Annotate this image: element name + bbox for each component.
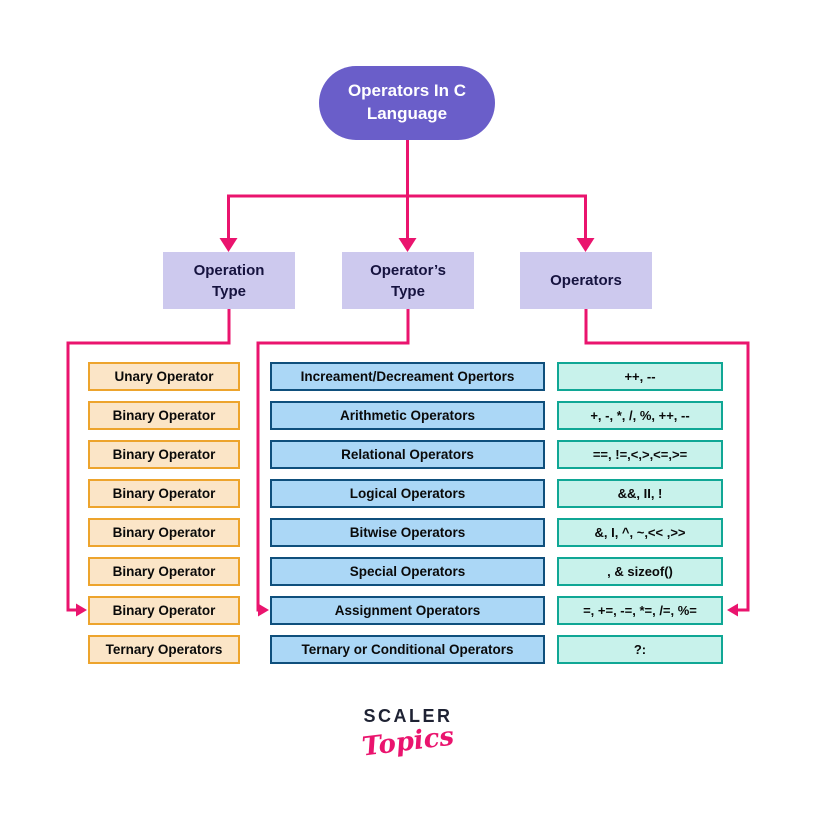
operators-row-7: =, +=, -=, *=, /=, %= bbox=[557, 596, 723, 625]
root-node-operators-in-c: Operators In C Language bbox=[319, 66, 495, 140]
operation-type-row-3: Binary Operator bbox=[88, 440, 240, 469]
operators-row-1: ++, -- bbox=[557, 362, 723, 391]
operators-row-3: ==, !=,<,>,<=,>= bbox=[557, 440, 723, 469]
branch-left-line bbox=[66, 309, 231, 612]
operation-type-row-6: Binary Operator bbox=[88, 557, 240, 586]
branch-right-line bbox=[584, 309, 750, 612]
operation-type-row-5: Binary Operator bbox=[88, 518, 240, 547]
operator-type-row-4: Logical Operators bbox=[270, 479, 545, 508]
arrowhead-down-mid bbox=[398, 238, 417, 252]
root-node-title-line2: Language bbox=[366, 104, 448, 123]
logo-sub-text: Topics bbox=[360, 721, 456, 763]
arrowhead-right-left-branch bbox=[76, 603, 87, 617]
operators-row-5: &, I, ^, ~,<< ,>> bbox=[557, 518, 723, 547]
operators-row-4: &&, II, ! bbox=[557, 479, 723, 508]
operator-type-row-6: Special Operators bbox=[270, 557, 545, 586]
operator-type-row-3: Relational Operators bbox=[270, 440, 545, 469]
operator-type-row-1: Increament/Decreament Opertors bbox=[270, 362, 545, 391]
header-operator-type: Operator’s Type bbox=[342, 252, 474, 309]
root-node-title-line1: Operators In C bbox=[347, 81, 467, 101]
operation-type-row-8: Ternary Operators bbox=[88, 635, 240, 664]
arrowhead-down-left bbox=[219, 238, 238, 252]
operators-row-8: ?: bbox=[557, 635, 723, 664]
logo-brand-text: SCALER bbox=[363, 706, 453, 726]
operator-type-row-8: Ternary or Conditional Operators bbox=[270, 635, 545, 664]
header-operation-type: Operation Type bbox=[163, 252, 295, 309]
operator-type-row-5: Bitwise Operators bbox=[270, 518, 545, 547]
operator-type-row-2: Arithmetic Operators bbox=[270, 401, 545, 430]
arrowhead-left-right-branch bbox=[727, 603, 738, 617]
operators-row-6: , & sizeof() bbox=[557, 557, 723, 586]
operator-type-row-7: Assignment Operators bbox=[270, 596, 545, 625]
operation-type-row-4: Binary Operator bbox=[88, 479, 240, 508]
arrowhead-right-mid-branch bbox=[258, 603, 269, 617]
header-operators: Operators bbox=[520, 252, 652, 309]
operation-type-row-7: Binary Operator bbox=[88, 596, 240, 625]
arrowhead-down-right bbox=[576, 238, 595, 252]
scaler-topics-logo: SCALER Topics bbox=[0, 706, 816, 763]
operation-type-row-1: Unary Operator bbox=[88, 362, 240, 391]
operation-type-row-2: Binary Operator bbox=[88, 401, 240, 430]
operators-row-2: +, -, *, /, %, ++, -- bbox=[557, 401, 723, 430]
